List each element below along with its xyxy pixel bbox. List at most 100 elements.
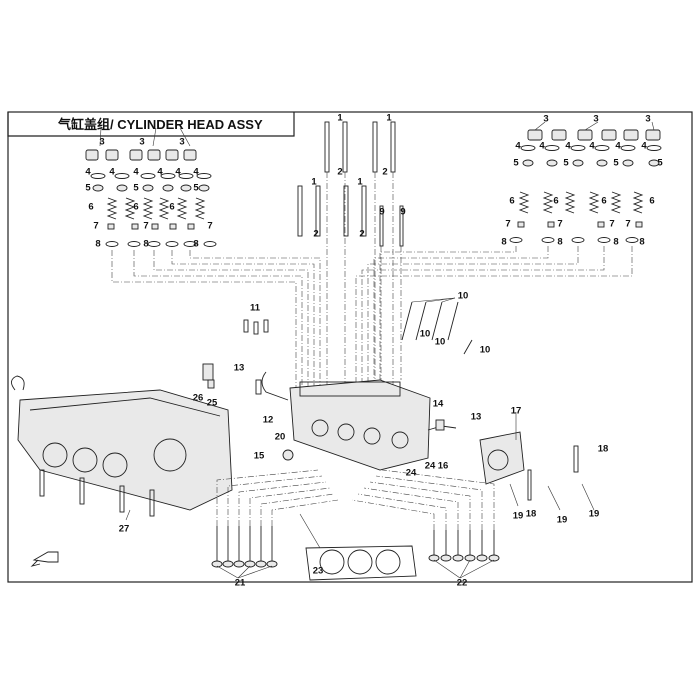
callout-14: 14 [433, 399, 444, 410]
callout-24: 24 [425, 461, 436, 472]
callout-22: 22 [457, 578, 468, 589]
page-title: 气缸盖组/ CYLINDER HEAD ASSY [58, 117, 263, 132]
spring-group-left [106, 197, 206, 220]
callout-5: 5 [513, 158, 519, 169]
callout-3: 3 [645, 114, 650, 125]
coolant-pipe-12 [255, 371, 457, 431]
callout-4: 4 [615, 141, 621, 152]
callout-5: 5 [133, 183, 139, 194]
callout-8: 8 [613, 237, 618, 248]
callout-4: 4 [565, 141, 571, 152]
callout-21: 21 [235, 578, 246, 589]
washer-group-right [509, 237, 639, 243]
callout-8: 8 [143, 239, 148, 250]
callout-2: 2 [313, 229, 318, 240]
callout-8: 8 [639, 237, 644, 248]
callout-4: 4 [133, 167, 139, 178]
callout-3: 3 [139, 137, 144, 148]
callout-6: 6 [133, 202, 138, 213]
callout-3: 3 [543, 114, 548, 125]
callout-8: 8 [95, 239, 100, 250]
valve-seal-group-left [107, 223, 195, 230]
callout-1: 1 [311, 177, 317, 188]
callout-5: 5 [193, 183, 199, 194]
callout-18: 18 [526, 509, 537, 520]
spark-plug-tubes [401, 301, 473, 355]
callout-9: 9 [400, 207, 405, 218]
valve-seal-group-right [517, 221, 643, 228]
assembled-cylinder-head-27 [11, 375, 233, 517]
callout-19: 19 [513, 511, 524, 522]
callout-4: 4 [109, 167, 115, 178]
callout-4: 4 [539, 141, 545, 152]
callout-5: 5 [563, 158, 569, 169]
title-box [7, 112, 295, 137]
washer-group-left [105, 241, 217, 247]
callout-6: 6 [649, 196, 654, 207]
callout-4: 4 [641, 141, 647, 152]
nut-15 [282, 449, 294, 461]
callout-4: 4 [193, 167, 199, 178]
callout-labels: 1 1 1 1 2 2 2 2 3 3 3 3 3 3 4 4 4 4 4 4 … [85, 113, 663, 589]
spring-group-right [518, 191, 644, 214]
callout-6: 6 [509, 196, 514, 207]
valves-22 [351, 469, 500, 562]
callout-20: 20 [275, 432, 286, 443]
callout-2: 2 [382, 167, 387, 178]
leader-lines [99, 121, 655, 579]
dowel-pins-11 [243, 319, 269, 335]
callout-19: 19 [557, 515, 568, 526]
callout-6: 6 [601, 196, 606, 207]
callout-6: 6 [169, 202, 174, 213]
callout-10: 10 [435, 337, 446, 348]
callout-2: 2 [337, 167, 342, 178]
callout-1: 1 [337, 113, 343, 124]
callout-1: 1 [386, 113, 392, 124]
callout-7: 7 [609, 219, 614, 230]
tappet-group-left [85, 149, 197, 161]
callout-2: 2 [359, 229, 364, 240]
callout-7: 7 [505, 219, 510, 230]
sensor-25-26 [202, 363, 215, 389]
callout-4: 4 [515, 141, 521, 152]
valves-21 [211, 469, 339, 568]
callout-18: 18 [598, 444, 609, 455]
callout-7: 7 [93, 221, 98, 232]
callout-4: 4 [589, 141, 595, 152]
cylinder-head-center [289, 379, 431, 471]
callout-3: 3 [99, 137, 104, 148]
callout-10: 10 [420, 329, 431, 340]
callout-6: 6 [88, 202, 93, 213]
tappet-group-right [527, 129, 661, 141]
callout-10: 10 [458, 291, 469, 302]
callout-7: 7 [625, 219, 630, 230]
callout-9: 9 [379, 207, 384, 218]
callout-10: 10 [480, 345, 491, 356]
callout-12: 12 [263, 415, 274, 426]
callout-13: 13 [234, 363, 245, 374]
callout-1: 1 [357, 177, 363, 188]
callout-3: 3 [179, 137, 184, 148]
callout-4: 4 [175, 167, 181, 178]
callout-5: 5 [85, 183, 91, 194]
callout-8: 8 [193, 239, 198, 250]
callout-11: 11 [250, 303, 261, 314]
front-direction-arrow-icon [30, 551, 59, 567]
callout-7: 7 [143, 221, 148, 232]
head-gasket-23 [305, 545, 417, 581]
callout-8: 8 [557, 237, 562, 248]
callout-4: 4 [85, 167, 91, 178]
callout-7: 7 [207, 221, 212, 232]
side-cover-17 [479, 431, 579, 501]
valve-train-right [355, 129, 662, 390]
diagram-frame [7, 111, 693, 583]
callout-27: 27 [119, 524, 130, 535]
callout-24: 24 [406, 468, 417, 479]
callout-16: 16 [438, 461, 449, 472]
callout-7: 7 [557, 219, 562, 230]
callout-8: 8 [501, 237, 506, 248]
callout-26: 26 [193, 393, 204, 404]
callout-5: 5 [613, 158, 619, 169]
callout-13: 13 [471, 412, 482, 423]
